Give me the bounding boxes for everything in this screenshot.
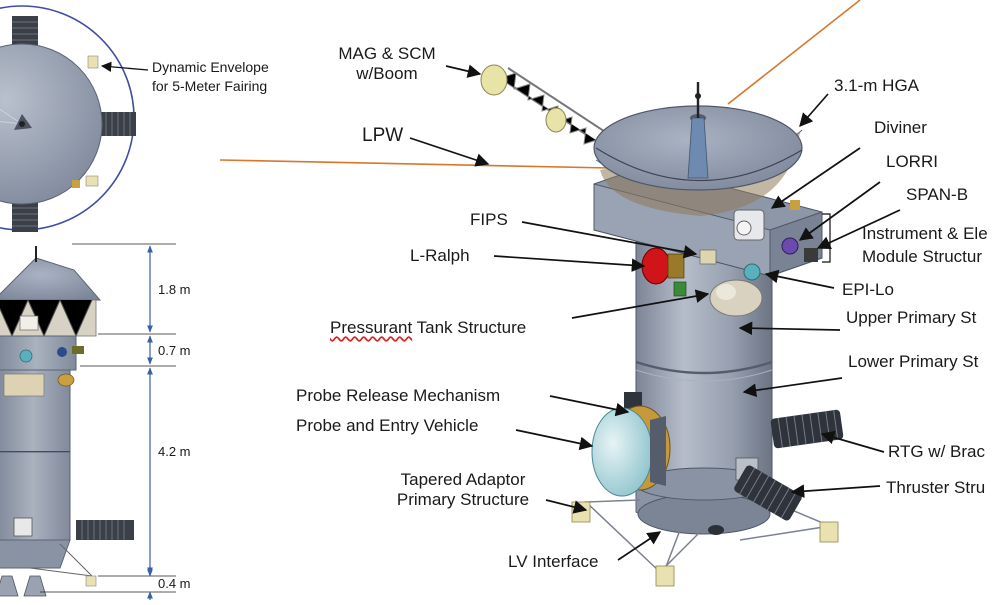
- label-diviner: Diviner: [874, 118, 927, 137]
- high-gain-antenna: [593, 82, 803, 216]
- side-view: [0, 246, 134, 597]
- label-spanb: SPAN-B: [906, 185, 969, 204]
- label-pressurant-word: Pressurant: [330, 318, 413, 337]
- label-tapered-line1: Tapered Adaptor: [400, 470, 526, 489]
- label-lorri: LORRI: [886, 152, 938, 171]
- fips-instrument: [699, 249, 717, 265]
- label-mag-scm-line1: MAG & SCM: [338, 44, 436, 63]
- lorri-instrument: [781, 237, 799, 255]
- label-lpw: LPW: [362, 125, 404, 146]
- side-view-dish: [0, 257, 102, 301]
- side-view-lower-cylinder: [0, 451, 71, 541]
- label-probe-entry: Probe and Entry Vehicle: [296, 416, 479, 435]
- label-hga: 3.1-m HGA: [834, 76, 920, 95]
- tapered-adaptor: [571, 481, 839, 587]
- label-upper-primary: Upper Primary St: [846, 308, 977, 327]
- ralph-instrument: [641, 247, 671, 285]
- dimension-dish-height: 1.8 m: [158, 282, 191, 297]
- dimension-cylinder-height: 4.2 m: [158, 444, 191, 459]
- epilo-instrument: [743, 263, 761, 281]
- envelope-label-line1: Dynamic Envelope: [152, 59, 269, 75]
- label-mag-scm-line2: w/Boom: [356, 64, 418, 83]
- top-view: [0, 5, 136, 232]
- dimension-lines: [40, 243, 176, 593]
- label-thruster: Thruster Stru: [886, 478, 986, 497]
- label-tapered-adaptor: Tapered Adaptor Primary Structure: [378, 470, 548, 510]
- label-instrument-module-line1: Instrument & Ele: [862, 224, 988, 243]
- envelope-label-line2: for 5-Meter Fairing: [152, 78, 268, 94]
- label-tank-structure-word: Tank Structure: [412, 318, 527, 337]
- label-mag-scm: MAG & SCM w/Boom: [330, 44, 444, 84]
- label-lv-interface: LV Interface: [508, 552, 599, 571]
- envelope-leader: [100, 61, 149, 72]
- lpw-antenna-wire-upper: [727, 0, 861, 105]
- top-view-dish: [0, 43, 103, 205]
- label-tapered-line2: Primary Structure: [396, 490, 530, 509]
- lpw-antenna-wire: [219, 159, 611, 169]
- label-epilo: EPI-Lo: [842, 280, 894, 299]
- label-rtg: RTG w/ Brac: [888, 442, 985, 461]
- label-pressurant-tank: Pressurant Tank Structure: [330, 318, 526, 338]
- side-view-rtg: [76, 520, 134, 540]
- leader-arrows: [409, 64, 901, 561]
- pressurant-tank: [709, 279, 763, 317]
- label-probe-release: Probe Release Mechanism: [296, 386, 501, 405]
- spanb-instrument: [804, 248, 818, 262]
- probe-entry-vehicle: [591, 405, 671, 497]
- label-ralph: L-Ralph: [410, 246, 470, 265]
- label-fips: FIPS: [470, 210, 508, 229]
- label-lower-primary: Lower Primary St: [848, 352, 979, 371]
- label-instrument-module-line2: Module Structur: [862, 247, 982, 266]
- dimension-adaptor-height: 0.4 m: [158, 576, 191, 591]
- dimension-module-height: 0.7 m: [158, 343, 191, 358]
